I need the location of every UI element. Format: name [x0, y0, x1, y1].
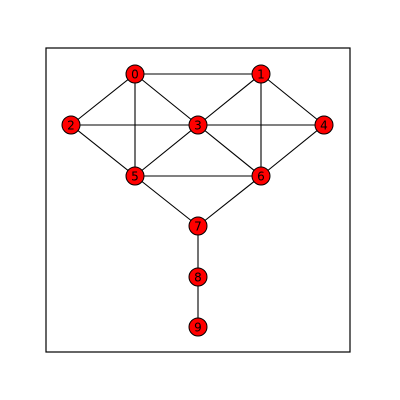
node-8: 8 [188, 267, 208, 287]
node-7: 7 [188, 216, 208, 236]
node-6: 6 [251, 166, 271, 186]
node-label: 8 [194, 271, 202, 285]
node-label: 7 [194, 220, 202, 234]
node-circle [125, 64, 145, 84]
node-label: 5 [131, 170, 139, 184]
edge-4-6 [260, 124, 325, 177]
node-circle [188, 216, 208, 236]
node-circle [188, 115, 208, 135]
node-1: 1 [251, 64, 271, 84]
node-label: 2 [67, 119, 75, 133]
node-circle [251, 64, 271, 84]
node-circle [314, 115, 334, 135]
node-circle [125, 166, 145, 186]
nodes-layer: 0 1 2 3 4 5 6 7 8 9 [61, 64, 334, 337]
edge-1-3 [197, 73, 262, 126]
edge-0-2 [70, 73, 136, 126]
node-label: 3 [194, 119, 202, 133]
node-9: 9 [188, 317, 208, 337]
edges-layer [70, 73, 325, 327]
node-2: 2 [61, 115, 81, 135]
node-circle [188, 317, 208, 337]
node-label: 0 [131, 68, 139, 82]
node-circle [188, 267, 208, 287]
node-label: 4 [320, 119, 328, 133]
edge-3-5 [134, 124, 199, 177]
node-circle [61, 115, 81, 135]
node-label: 1 [257, 68, 265, 82]
plot-frame [45, 47, 351, 353]
node-0: 0 [125, 64, 145, 84]
edge-1-4 [260, 73, 325, 126]
edge-0-3 [134, 73, 199, 126]
node-circle [251, 166, 271, 186]
node-5: 5 [125, 166, 145, 186]
edge-2-5 [70, 124, 136, 177]
edge-3-6 [197, 124, 262, 177]
edge-6-7 [197, 175, 262, 227]
node-label: 6 [257, 170, 265, 184]
edge-5-7 [134, 175, 199, 227]
node-3: 3 [188, 115, 208, 135]
node-4: 4 [314, 115, 334, 135]
node-label: 9 [194, 321, 202, 335]
